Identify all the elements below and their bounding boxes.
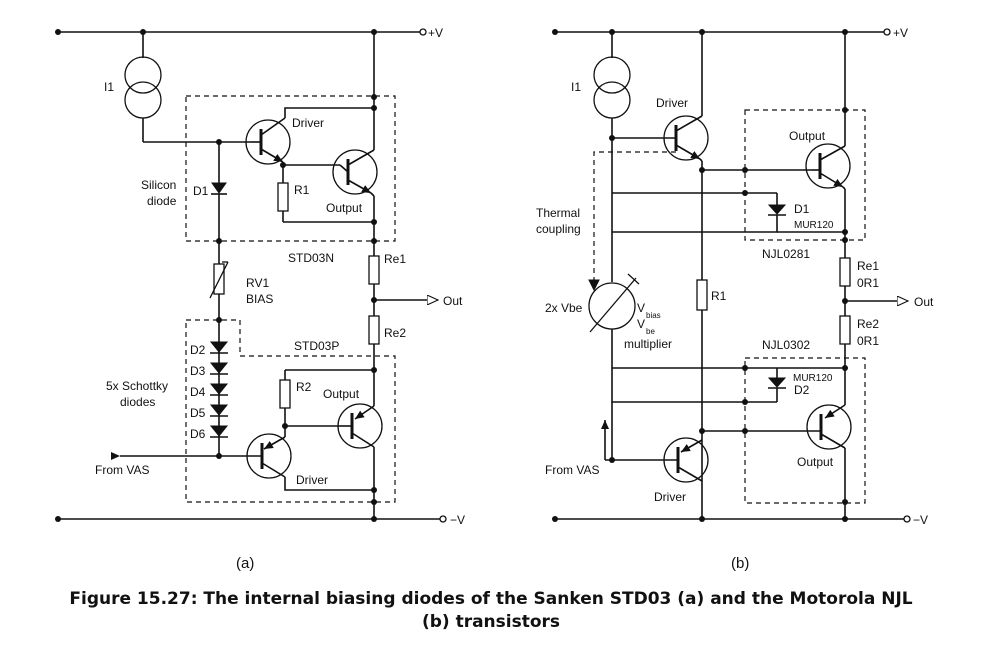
d6-label: D6 — [190, 427, 206, 441]
njl0302-package — [744, 357, 866, 504]
diode-d1 — [211, 182, 227, 194]
diode-d2-b — [767, 377, 787, 388]
panel-a: +V −V I1 STD03N Driver — [55, 26, 465, 572]
njl0281-package — [744, 109, 866, 241]
driver-transistor-top — [245, 117, 291, 165]
njl0302-label: NJL0302 — [762, 338, 810, 352]
vbias-sub: bias — [646, 311, 661, 320]
thermal-label-2: coupling — [536, 222, 581, 236]
caption-line-1: Figure 15.27: The internal biasing diode… — [69, 589, 913, 609]
neg-rail-label: −V — [450, 513, 465, 527]
out-label: Out — [443, 294, 463, 308]
resistor-re2 — [368, 315, 380, 345]
thermal-label-1: Thermal — [536, 206, 580, 220]
d5-label: D5 — [190, 406, 206, 420]
output-transistor-top-b — [805, 143, 851, 189]
driver-bottom-label-b: Driver — [654, 490, 686, 504]
current-source-i1 — [124, 56, 162, 94]
panel-b-label: (b) — [731, 555, 749, 572]
resistor-r1 — [277, 182, 289, 212]
re2-label-b: Re2 — [857, 317, 879, 331]
current-source-i1-b — [593, 56, 631, 94]
re2-value-b: 0R1 — [857, 334, 879, 348]
re1-label: Re1 — [384, 252, 406, 266]
vbias-v: V — [637, 301, 645, 315]
driver-top-label-b: Driver — [656, 96, 688, 110]
output-transistor-bottom-b — [806, 404, 852, 450]
thermal-coupling-line — [593, 151, 676, 286]
multiplier-label: multiplier — [624, 337, 672, 351]
resistor-r2 — [279, 379, 291, 409]
i1-label-b: I1 — [571, 80, 581, 94]
panel-a-label: (a) — [236, 555, 254, 572]
driver-bottom-label: Driver — [296, 473, 328, 487]
resistor-r1-b — [696, 279, 708, 311]
mur120-bottom-label: MUR120 — [793, 373, 833, 384]
output-top-label: Output — [326, 201, 363, 215]
output-bottom-label: Output — [323, 387, 360, 401]
pos-rail-label: +V — [428, 26, 443, 40]
d3-label: D3 — [190, 364, 206, 378]
neg-rail-label-b: −V — [913, 513, 928, 527]
diode-d1-b — [767, 204, 787, 215]
driver-top-label: Driver — [292, 116, 324, 130]
r1-label: R1 — [294, 183, 310, 197]
vbe2x-label: 2x Vbe — [545, 301, 583, 315]
vbe-v: V — [637, 317, 645, 331]
vbe-sub: be — [646, 327, 655, 336]
pos-rail-label-b: +V — [893, 26, 908, 40]
d4-label: D4 — [190, 385, 206, 399]
schottky-label-1: 5x Schottky — [106, 379, 168, 393]
mur120-top-label: MUR120 — [794, 220, 834, 231]
re1-value-b: 0R1 — [857, 276, 879, 290]
re2-label: Re2 — [384, 326, 406, 340]
from-vas-label-b: From VAS — [545, 463, 599, 477]
output-bottom-label-b: Output — [797, 455, 834, 469]
d1-label: D1 — [193, 184, 209, 198]
from-vas-label: From VAS — [95, 463, 149, 477]
output-transistor-bottom — [337, 403, 383, 449]
resistor-re1-b — [839, 257, 851, 287]
panel-b: +V −V I1 Driver R1 — [536, 26, 934, 572]
std03n-label: STD03N — [288, 251, 334, 265]
caption-line-2: (b) transistors — [421, 612, 561, 632]
bias-label: BIAS — [246, 292, 273, 306]
std03p-label: STD03P — [294, 339, 339, 353]
d2-label-b: D2 — [794, 383, 810, 397]
out-label-b: Out — [914, 295, 934, 309]
figure-caption: Figure 15.27: The internal biasing diode… — [0, 588, 982, 634]
re1-label-b: Re1 — [857, 259, 879, 273]
njl0281-label: NJL0281 — [762, 247, 810, 261]
std03n-package — [185, 95, 396, 242]
driver-transistor-top-b — [663, 115, 709, 161]
schottky-diodes — [209, 341, 229, 438]
driver-transistor-bottom — [246, 433, 292, 479]
driver-transistor-bottom-b — [663, 437, 709, 483]
schottky-label-2: diodes — [120, 395, 155, 409]
resistor-re2-b — [839, 315, 851, 345]
std03p-package — [185, 319, 396, 503]
d1-label-b: D1 — [794, 202, 810, 216]
r2-label: R2 — [296, 380, 312, 394]
resistor-re1 — [368, 255, 380, 285]
output-transistor-top — [332, 149, 378, 195]
d2-label: D2 — [190, 343, 206, 357]
i1-label: I1 — [104, 80, 114, 94]
output-top-label-b: Output — [789, 129, 826, 143]
silicon-diode-label-2: diode — [147, 194, 177, 208]
silicon-diode-label-1: Silicon — [141, 178, 176, 192]
rv1-label: RV1 — [246, 276, 269, 290]
r1-label-b: R1 — [711, 289, 727, 303]
